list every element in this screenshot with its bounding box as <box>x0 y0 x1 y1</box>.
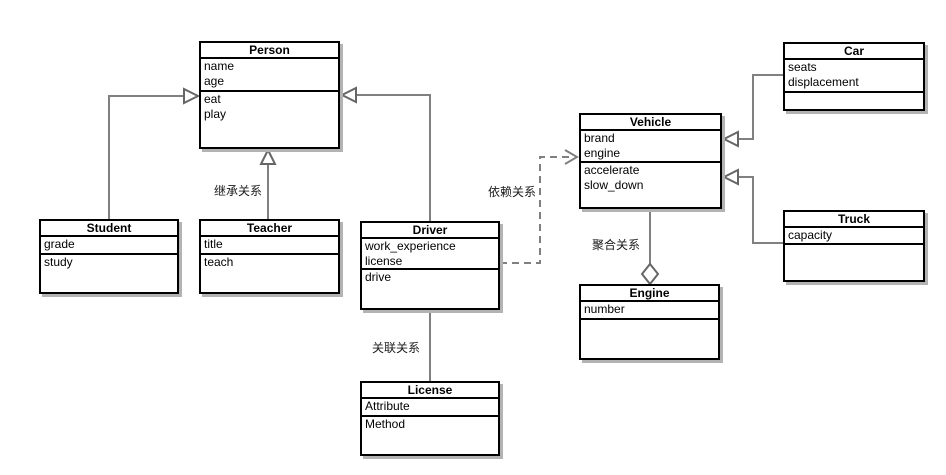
attributes-section: seats displacement <box>785 60 923 93</box>
class-title: Person <box>201 43 338 59</box>
inheritance-triangle-icon <box>721 168 739 186</box>
methods-section <box>785 245 923 280</box>
class-attribute: seats <box>788 60 817 74</box>
edge-label-association: 关联关系 <box>372 341 421 355</box>
edge-vehicle-engine-aggregation[interactable] <box>640 209 660 286</box>
attributes-section: brand engine <box>581 131 720 163</box>
class-attribute: work_experience <box>365 239 456 253</box>
class-method: drive <box>365 270 392 284</box>
class-method: accelerate <box>584 163 640 177</box>
attributes-section: number <box>581 302 718 320</box>
edge-driver-vehicle-dependency[interactable] <box>500 149 579 264</box>
class-attribute: age <box>204 74 225 88</box>
class-box-car[interactable]: Car seats displacement <box>783 42 925 111</box>
class-title: License <box>362 383 498 399</box>
class-method: Method <box>365 417 406 431</box>
edge-car-vehicle-inheritance[interactable] <box>721 74 783 148</box>
methods-section: accelerate slow_down <box>581 163 720 207</box>
class-attribute: number <box>584 302 625 316</box>
edge-student-person-inheritance[interactable] <box>108 87 201 219</box>
edge-label-aggregation: 聚合关系 <box>592 238 641 252</box>
methods-section: teach <box>201 255 338 292</box>
methods-section: study <box>41 255 177 292</box>
class-title: Truck <box>785 212 923 228</box>
edge-label-dependency: 依赖关系 <box>488 185 537 199</box>
attributes-section: capacity <box>785 228 923 245</box>
methods-section <box>785 93 923 109</box>
class-attribute: capacity <box>788 228 833 242</box>
class-method: slow_down <box>584 178 644 192</box>
class-attribute: license <box>365 254 403 268</box>
open-arrow-icon <box>564 149 579 165</box>
inheritance-triangle-icon <box>721 130 739 148</box>
methods-section: eat play <box>201 92 338 147</box>
class-title: Student <box>41 221 177 237</box>
edge-teacher-person-inheritance[interactable] <box>259 147 277 219</box>
aggregation-diamond-icon <box>640 262 660 286</box>
edge-driver-person-inheritance[interactable] <box>339 86 431 221</box>
methods-section: drive <box>362 270 498 308</box>
methods-section: Method <box>362 417 498 454</box>
class-method: teach <box>204 255 234 269</box>
attributes-section: work_experience license <box>362 239 498 270</box>
class-box-license[interactable]: License Attribute Method <box>360 381 500 456</box>
class-title: Driver <box>362 223 498 239</box>
class-attribute: engine <box>584 146 621 160</box>
inheritance-triangle-icon <box>339 86 357 104</box>
edge-label-inheritance: 继承关系 <box>214 184 263 198</box>
class-title: Engine <box>581 286 718 302</box>
class-box-engine[interactable]: Engine number <box>579 284 720 360</box>
methods-section <box>581 320 718 358</box>
class-method: study <box>44 255 73 269</box>
class-attribute: title <box>204 237 223 251</box>
class-title: Vehicle <box>581 115 720 131</box>
class-title: Teacher <box>201 221 338 237</box>
class-box-vehicle[interactable]: Vehicle brand engine accelerate slow_dow… <box>579 113 722 209</box>
class-attribute: Attribute <box>365 399 410 413</box>
inheritance-triangle-icon <box>183 87 201 105</box>
class-box-person[interactable]: Person name age eat play <box>199 41 340 149</box>
inheritance-triangle-icon <box>259 147 277 165</box>
class-box-driver[interactable]: Driver work_experience license drive <box>360 221 500 310</box>
class-box-teacher[interactable]: Teacher title teach <box>199 219 340 294</box>
class-attribute: brand <box>584 131 615 145</box>
class-attribute: displacement <box>788 75 859 89</box>
class-box-student[interactable]: Student grade study <box>39 219 179 294</box>
edge-truck-vehicle-inheritance[interactable] <box>721 168 783 244</box>
attributes-section: name age <box>201 59 338 92</box>
attributes-section: grade <box>41 237 177 255</box>
class-method: play <box>204 107 227 121</box>
class-attribute: name <box>204 59 235 73</box>
class-attribute: grade <box>44 237 75 251</box>
class-method: eat <box>204 92 221 106</box>
attributes-section: title <box>201 237 338 255</box>
class-box-truck[interactable]: Truck capacity <box>783 210 925 282</box>
attributes-section: Attribute <box>362 399 498 417</box>
class-title: Car <box>785 44 923 60</box>
